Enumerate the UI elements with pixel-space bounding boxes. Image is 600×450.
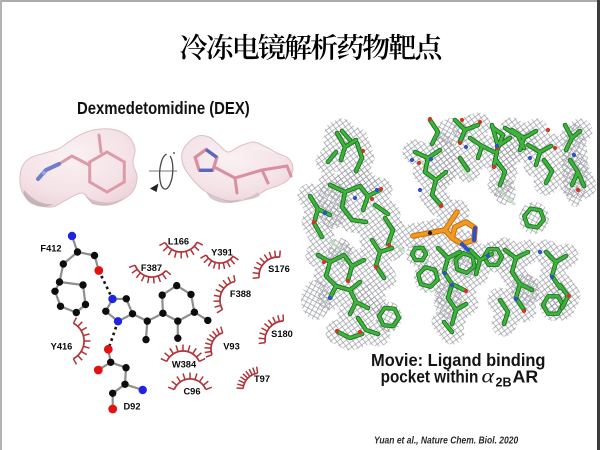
- svg-text:Y416: Y416: [51, 342, 73, 352]
- svg-text:α: α: [482, 364, 495, 387]
- svg-text:D92: D92: [123, 402, 140, 412]
- svg-text:Movie: Ligand binding: Movie: Ligand binding: [371, 349, 545, 370]
- svg-text:T97: T97: [254, 374, 270, 384]
- svg-text:Yuan et al., Nature Chem. Biol: Yuan et al., Nature Chem. Biol. 2020: [374, 435, 519, 447]
- svg-text:2B: 2B: [496, 376, 512, 390]
- svg-text:S180: S180: [271, 329, 293, 339]
- svg-text:V93: V93: [223, 342, 240, 352]
- svg-text:L166: L166: [168, 237, 189, 247]
- svg-text:C96: C96: [183, 387, 200, 397]
- svg-text:Y391: Y391: [211, 248, 233, 258]
- svg-text:F387: F387: [141, 263, 162, 273]
- svg-text:F412: F412: [40, 244, 61, 254]
- svg-text:pocket within: pocket within: [381, 366, 479, 386]
- svg-text:S176: S176: [268, 264, 290, 274]
- svg-text:F388: F388: [230, 289, 251, 299]
- svg-text:W384: W384: [172, 360, 197, 370]
- svg-text:AR: AR: [513, 367, 539, 387]
- svg-text:Dexmedetomidine (DEX): Dexmedetomidine (DEX): [77, 99, 250, 119]
